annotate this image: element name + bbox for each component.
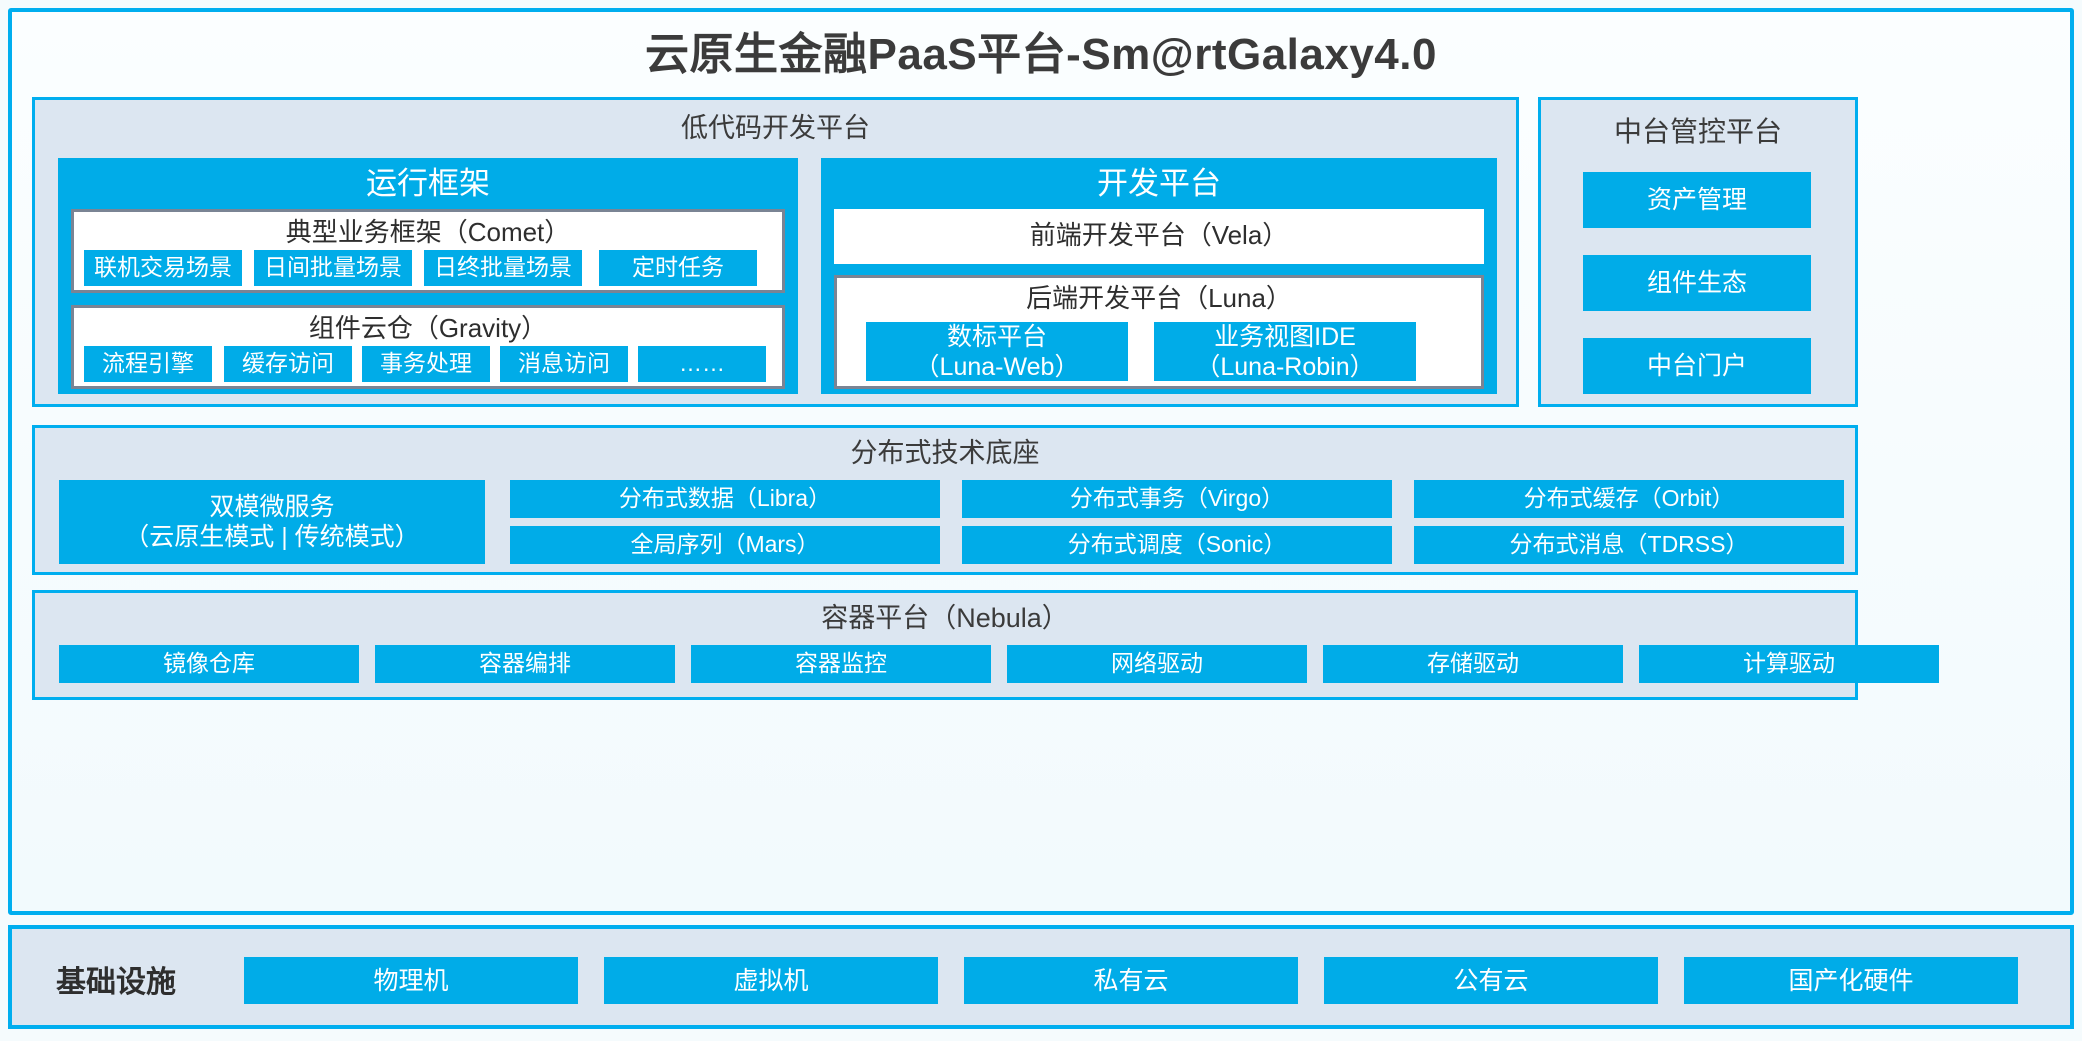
gravity-box: 组件云仓（Gravity） 流程引擎 缓存访问 事务处理 消息访问 …… [71, 305, 785, 389]
midoffice-platform-panel: 中台管控平台 资产管理 组件生态 中台门户 [1538, 97, 1858, 407]
distributed-foundation-panel: 分布式技术底座 双模微服务 （云原生模式 | 传统模式） 分布式数据（Libra… [32, 425, 1858, 575]
container-item-3[interactable]: 容器监控 [691, 645, 991, 683]
infra-item-private-cloud[interactable]: 私有云 [964, 957, 1298, 1004]
vela-box: 前端开发平台（Vela） [834, 209, 1484, 264]
lowcode-platform-title: 低代码开发平台 [681, 113, 870, 143]
container-item-2[interactable]: 容器编排 [375, 645, 675, 683]
runtime-framework-box: 运行框架 典型业务框架（Comet） 联机交易场景 日间批量场景 日终批量场景 … [58, 158, 798, 394]
distributed-foundation-title: 分布式技术底座 [850, 438, 1040, 468]
distributed-message-chip[interactable]: 分布式消息（TDRSS） [1414, 526, 1844, 564]
dual-mode-microservice-chip[interactable]: 双模微服务 （云原生模式 | 传统模式） [59, 480, 485, 564]
luna-title: 后端开发平台（Luna） [1026, 283, 1292, 313]
runtime-framework-title: 运行框架 [366, 166, 490, 201]
luna-box: 后端开发平台（Luna） 数标平台 （Luna-Web） 业务视图IDE （Lu… [834, 275, 1484, 389]
page-title: 云原生金融PaaS平台-Sm@rtGalaxy4.0 [645, 30, 1437, 79]
midoffice-item-component[interactable]: 组件生态 [1583, 255, 1811, 311]
development-platform-box: 开发平台 前端开发平台（Vela） 后端开发平台（Luna） 数标平台 （Lun… [821, 158, 1497, 394]
container-item-5[interactable]: 存储驱动 [1323, 645, 1623, 683]
container-item-1[interactable]: 镜像仓库 [59, 645, 359, 683]
infra-item-domestic-hardware[interactable]: 国产化硬件 [1684, 957, 2018, 1004]
gravity-item-2[interactable]: 缓存访问 [224, 346, 352, 382]
distributed-transaction-chip[interactable]: 分布式事务（Virgo） [962, 480, 1392, 518]
container-item-4[interactable]: 网络驱动 [1007, 645, 1307, 683]
container-platform-panel: 容器平台（Nebula） 镜像仓库 容器编排 容器监控 网络驱动 存储驱动 计算… [32, 590, 1939, 700]
distributed-data-chip[interactable]: 分布式数据（Libra） [510, 480, 940, 518]
comet-item-3[interactable]: 日终批量场景 [424, 250, 582, 286]
gravity-item-more[interactable]: …… [638, 346, 766, 382]
midoffice-platform-title: 中台管控平台 [1613, 116, 1782, 147]
gravity-item-3[interactable]: 事务处理 [362, 346, 490, 382]
gravity-title: 组件云仓（Gravity） [308, 313, 548, 343]
infra-item-virtual[interactable]: 虚拟机 [604, 957, 938, 1004]
comet-title: 典型业务框架（Comet） [285, 217, 571, 247]
luna-web-chip[interactable]: 数标平台 （Luna-Web） [866, 322, 1128, 381]
gravity-item-4[interactable]: 消息访问 [500, 346, 628, 382]
midoffice-item-asset[interactable]: 资产管理 [1583, 172, 1811, 228]
comet-item-4[interactable]: 定时任务 [599, 250, 757, 286]
platform-frame: 云原生金融PaaS平台-Sm@rtGalaxy4.0 低代码开发平台 运行框架 … [8, 8, 2074, 915]
global-sequence-chip[interactable]: 全局序列（Mars） [510, 526, 940, 564]
comet-box: 典型业务框架（Comet） 联机交易场景 日间批量场景 日终批量场景 定时任务 [71, 209, 785, 293]
container-platform-title: 容器平台（Nebula） [821, 603, 1069, 633]
distributed-cache-chip[interactable]: 分布式缓存（Orbit） [1414, 480, 1844, 518]
luna-robin-chip[interactable]: 业务视图IDE （Luna-Robin） [1154, 322, 1416, 381]
infrastructure-label: 基础设施 [56, 966, 176, 999]
development-platform-title: 开发平台 [1097, 166, 1221, 201]
infrastructure-panel: 基础设施 物理机 虚拟机 私有云 公有云 国产化硬件 [8, 925, 2074, 1029]
comet-item-2[interactable]: 日间批量场景 [254, 250, 412, 286]
comet-item-1[interactable]: 联机交易场景 [84, 250, 242, 286]
infra-item-physical[interactable]: 物理机 [244, 957, 578, 1004]
midoffice-item-portal[interactable]: 中台门户 [1583, 338, 1811, 394]
infra-item-public-cloud[interactable]: 公有云 [1324, 957, 1658, 1004]
distributed-scheduling-chip[interactable]: 分布式调度（Sonic） [962, 526, 1392, 564]
vela-title: 前端开发平台（Vela） [1029, 220, 1289, 250]
lowcode-platform-panel: 低代码开发平台 运行框架 典型业务框架（Comet） 联机交易场景 日间批量场景… [32, 97, 1519, 407]
container-item-6[interactable]: 计算驱动 [1639, 645, 1939, 683]
gravity-item-1[interactable]: 流程引擎 [84, 346, 212, 382]
